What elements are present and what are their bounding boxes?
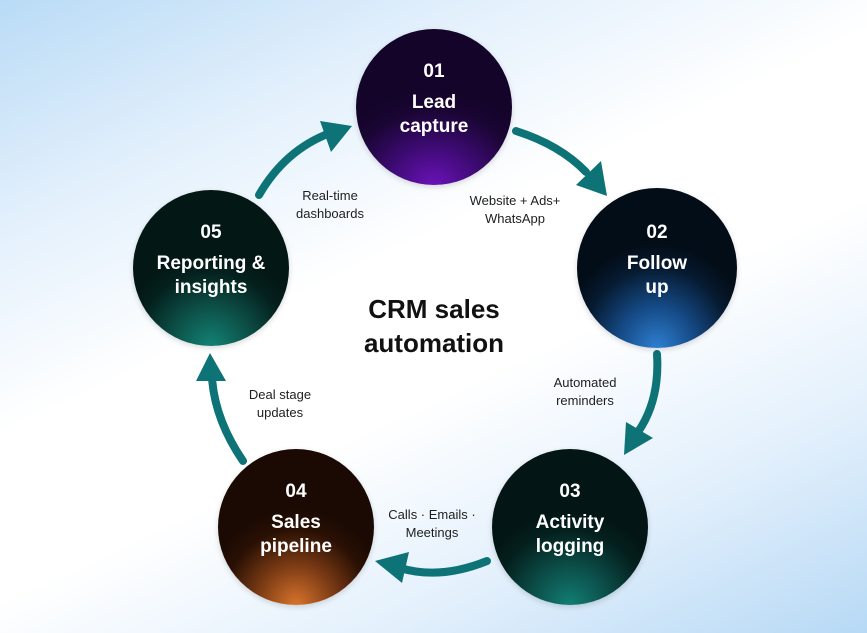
step-number: 03 <box>559 481 581 502</box>
arrow-05-to-01 <box>255 121 352 199</box>
step-number: 04 <box>285 481 307 502</box>
step-node-activity-logging: 03 Activity logging <box>492 449 648 605</box>
step-label-line2: pipeline <box>260 536 332 557</box>
caption-line2: Meetings <box>405 525 459 540</box>
step-node-sales-pipeline: 04 Sales pipeline <box>218 449 374 605</box>
step-label-line2: insights <box>174 277 248 298</box>
caption-line1: Real-time <box>302 188 358 203</box>
title-line1: CRM sales <box>368 294 500 324</box>
step-label-line2: logging <box>535 536 605 557</box>
step-label-line2: capture <box>399 116 469 137</box>
step-label-line2: up <box>645 277 669 298</box>
arrow-01-to-02 <box>512 127 607 196</box>
step-label-line1: Reporting & <box>156 253 266 274</box>
caption-04-to-05: Deal stage updates <box>230 386 330 422</box>
arrow-04-to-05 <box>196 353 247 465</box>
caption-line1: Automated <box>553 375 617 390</box>
caption-line2: updates <box>256 405 304 420</box>
caption-01-to-02: Website + Ads+ WhatsApp <box>450 192 580 228</box>
step-node-follow-up: 02 Follow up <box>577 188 737 348</box>
diagram-title: CRM sales automation <box>334 292 534 360</box>
step-number: 05 <box>200 222 222 243</box>
step-label-line1: Activity <box>535 512 605 533</box>
step-number: 02 <box>646 222 668 243</box>
caption-02-to-03: Automated reminders <box>530 374 640 410</box>
step-label-line1: Sales <box>271 512 321 533</box>
step-node-lead-capture: 01 Lead capture <box>356 29 512 185</box>
step-label-line1: Lead <box>411 92 457 113</box>
caption-05-to-01: Real-time dashboards <box>280 187 380 223</box>
step-number: 01 <box>423 61 445 82</box>
step-label-line1: Follow <box>626 253 688 274</box>
arrow-03-to-04 <box>375 552 491 583</box>
caption-line2: reminders <box>556 393 614 408</box>
title-line2: automation <box>363 328 505 358</box>
caption-line2: dashboards <box>296 206 364 221</box>
caption-line2: WhatsApp <box>485 211 545 226</box>
arrow-02-to-03 <box>624 350 662 455</box>
step-node-reporting-insights: 05 Reporting & insights <box>133 190 289 346</box>
caption-03-to-04: Calls · Emails · Meetings <box>372 506 492 542</box>
caption-line1: Calls · Emails · <box>388 507 476 522</box>
caption-line1: Website + Ads+ <box>469 193 561 208</box>
caption-line1: Deal stage <box>248 387 312 402</box>
